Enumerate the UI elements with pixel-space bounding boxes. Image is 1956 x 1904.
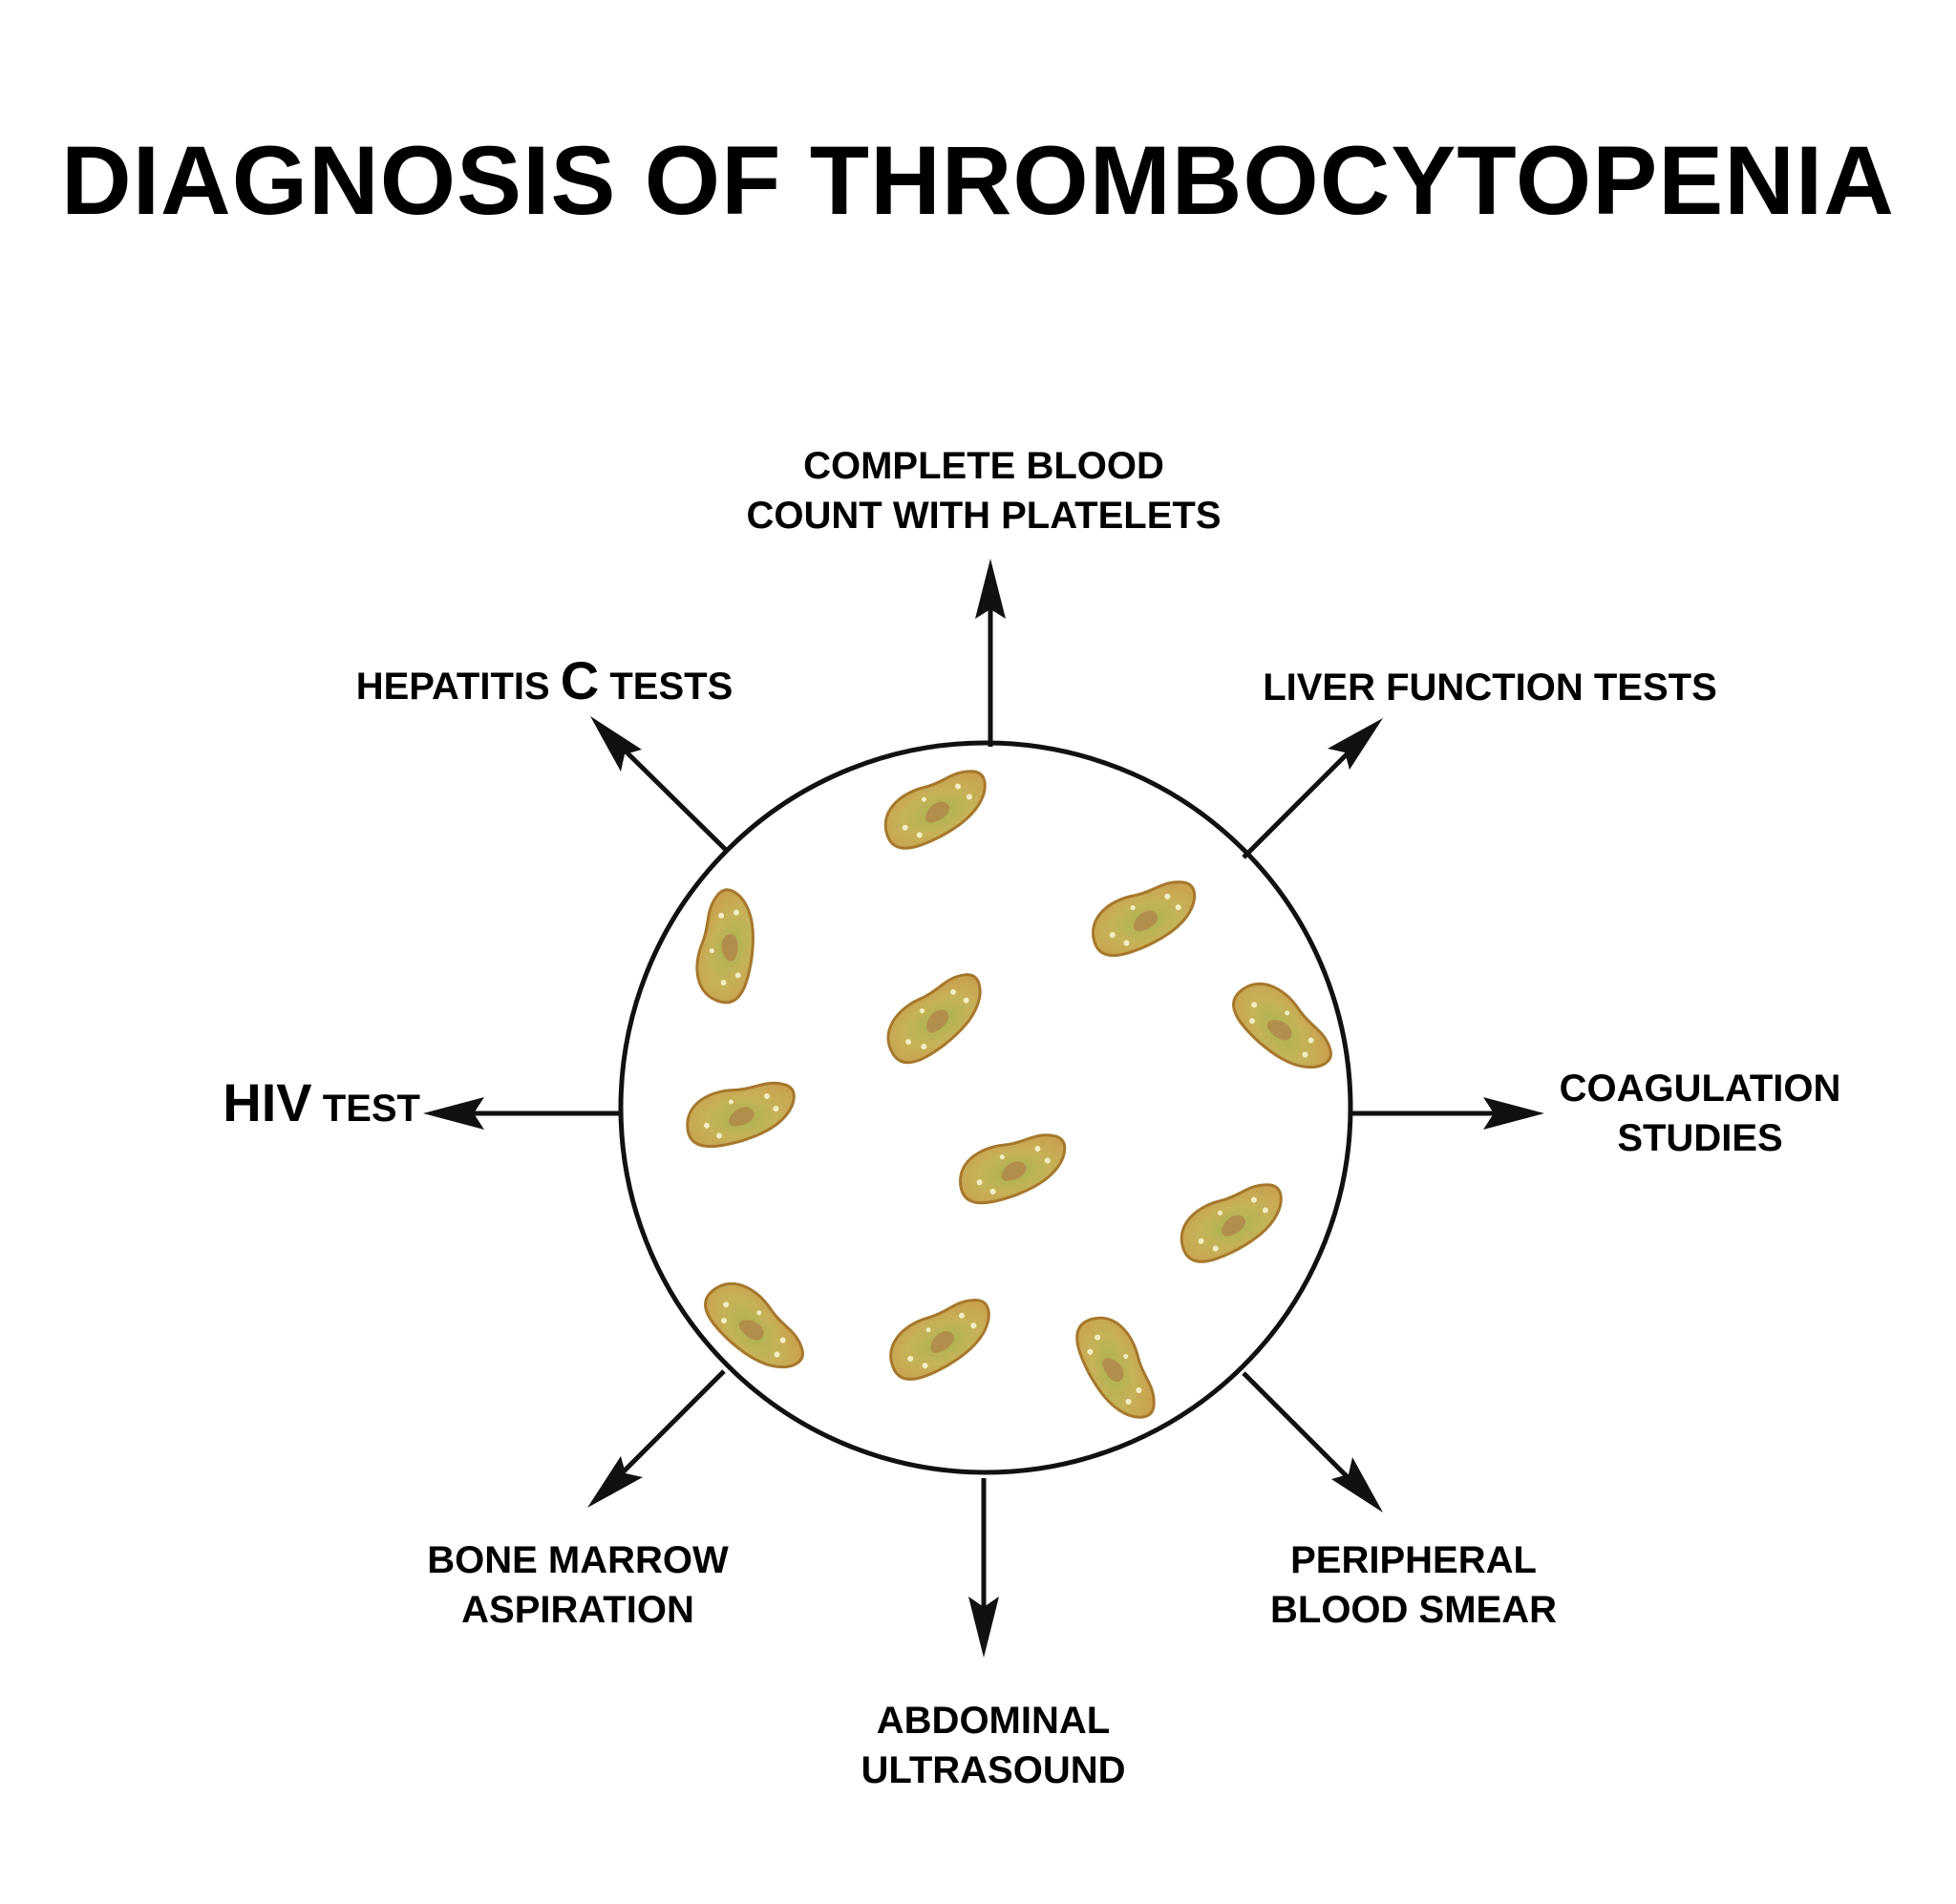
marrow-line1: BONE MARROW (427, 1539, 729, 1581)
arrows-group (423, 559, 1544, 1658)
smear-line1: PERIPHERAL (1290, 1539, 1537, 1581)
smear-line2: BLOOD SMEAR (1270, 1589, 1557, 1631)
label-bone-marrow-aspiration: BONE MARROW ASPIRATION (401, 1535, 755, 1635)
cbc-line2: COUNT WITH PLATELETS (746, 495, 1222, 537)
arrow-up (975, 559, 1006, 747)
hepc-suffix: TESTS (609, 666, 734, 708)
arrow-left (423, 1097, 619, 1130)
coag-line1: COAGULATION (1559, 1068, 1841, 1110)
label-coagulation-studies: COAGULATION STUDIES (1519, 1064, 1882, 1163)
label-hiv-test: HIV TEST (172, 1069, 420, 1142)
label-complete-blood-count: COMPLETE BLOOD COUNT WITH PLATELETS (688, 441, 1280, 540)
label-hepatitis-c-tests: HEPATITIS C TESTS (315, 647, 774, 720)
hepc-big: C (560, 650, 600, 710)
arrow-up-right (1242, 718, 1383, 859)
ultrasound-line1: ABDOMINAL (876, 1700, 1111, 1742)
arrow-right (1350, 1097, 1544, 1130)
marrow-line2: ASPIRATION (461, 1589, 694, 1631)
arrow-down (968, 1478, 999, 1658)
arrow-down-left (587, 1369, 726, 1508)
liver-text: LIVER FUNCTION TESTS (1263, 666, 1717, 709)
arrow-up-left (590, 716, 730, 854)
label-abdominal-ultrasound: ABDOMINAL ULTRASOUND (821, 1696, 1165, 1795)
hiv-big: HIV (223, 1072, 312, 1132)
coag-line2: STUDIES (1617, 1117, 1783, 1159)
ultrasound-line2: ULTRASOUND (861, 1749, 1126, 1791)
label-liver-function-tests: LIVER FUNCTION TESTS (1222, 663, 1757, 712)
arrow-down-right (1242, 1371, 1383, 1513)
label-peripheral-blood-smear: PERIPHERAL BLOOD SMEAR (1242, 1535, 1585, 1635)
cbc-line1: COMPLETE BLOOD (803, 445, 1164, 487)
hepc-prefix: HEPATITIS (355, 666, 550, 708)
hiv-small: TEST (322, 1088, 420, 1130)
page-title: DIAGNOSIS OF THROMBOCYTOPENIA (61, 126, 1895, 235)
